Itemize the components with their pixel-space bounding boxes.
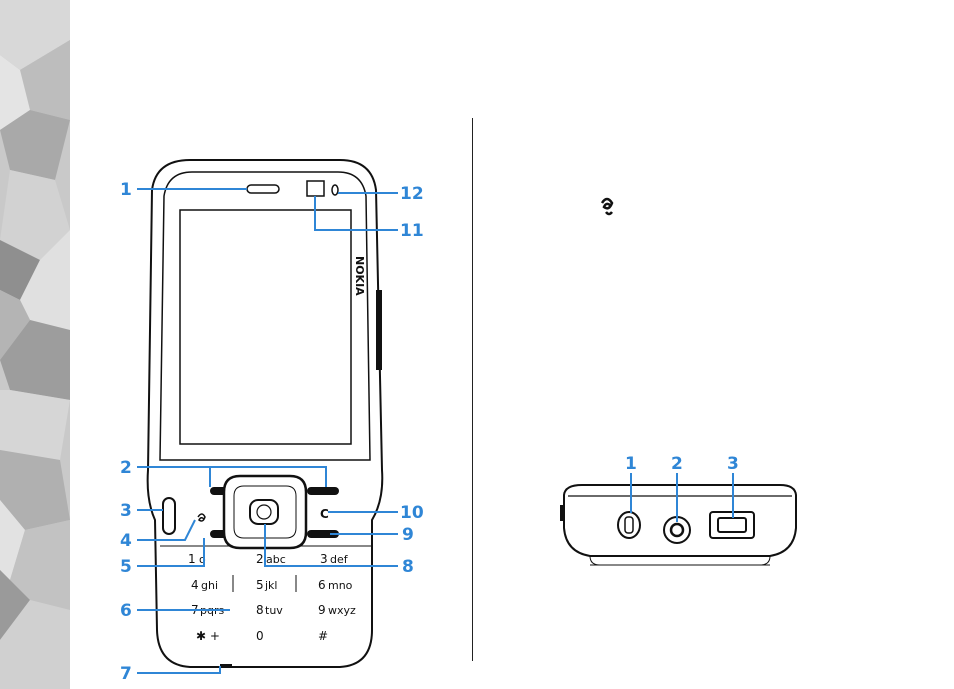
callout-label-8: 8 [402, 557, 414, 577]
phone-front-view: NOKIA C 1 o 2 abc 3 def 4 ghi 5 jkl [148, 160, 383, 667]
volume-key [163, 498, 175, 534]
key-3-sub: def [330, 553, 349, 566]
callout-label-3: 3 [120, 501, 132, 521]
av-connector-hole [671, 524, 683, 536]
bottom-callout-label-2: 2 [671, 454, 683, 474]
key-2: 2 [256, 552, 264, 566]
key-5-sub: jkl [264, 579, 277, 592]
key-4-sub: ghi [201, 579, 218, 592]
key-9-sub: wxyz [328, 604, 356, 617]
bottom-callout-label-1: 1 [625, 454, 637, 474]
clear-key: C [320, 507, 329, 521]
side-tab [560, 505, 564, 521]
usb-port [718, 518, 746, 532]
key-hash: # [318, 629, 328, 643]
bottom-callout-labels: 1 2 3 [625, 454, 739, 474]
callout-label-6: 6 [120, 601, 132, 621]
callout-label-2: 2 [120, 458, 132, 478]
key-2-sub: abc [266, 553, 286, 566]
key-8-sub: tuv [265, 604, 283, 617]
key-9: 9 [318, 603, 326, 617]
key-4: 4 [191, 578, 199, 592]
charger-pin [625, 517, 633, 533]
callout-label-12: 12 [400, 184, 424, 204]
key-star: ✱ + [196, 629, 220, 643]
key-3: 3 [320, 552, 328, 566]
key-0: 0 [256, 629, 264, 643]
key-6: 6 [318, 578, 326, 592]
earpiece [247, 185, 279, 193]
key-8: 8 [256, 603, 264, 617]
callout-label-11: 11 [400, 221, 424, 241]
callout-label-9: 9 [402, 525, 414, 545]
right-selection-key [307, 487, 339, 495]
light-sensor [332, 185, 338, 195]
front-camera [307, 181, 324, 196]
nokia-menu-icon [602, 199, 612, 214]
key-5: 5 [256, 578, 264, 592]
display [180, 210, 351, 444]
callout-label-4: 4 [120, 531, 132, 551]
callout-label-10: 10 [400, 503, 424, 523]
brand-logo: NOKIA [353, 256, 366, 296]
callout-label-7: 7 [120, 664, 132, 684]
key-1: 1 [188, 552, 196, 566]
bottom-callout-label-3: 3 [727, 454, 739, 474]
navi-center-key [250, 500, 278, 524]
callout-label-1: 1 [120, 180, 132, 200]
callout-label-5: 5 [120, 557, 132, 577]
key-6-sub: mno [328, 579, 353, 592]
side-key [376, 290, 382, 370]
